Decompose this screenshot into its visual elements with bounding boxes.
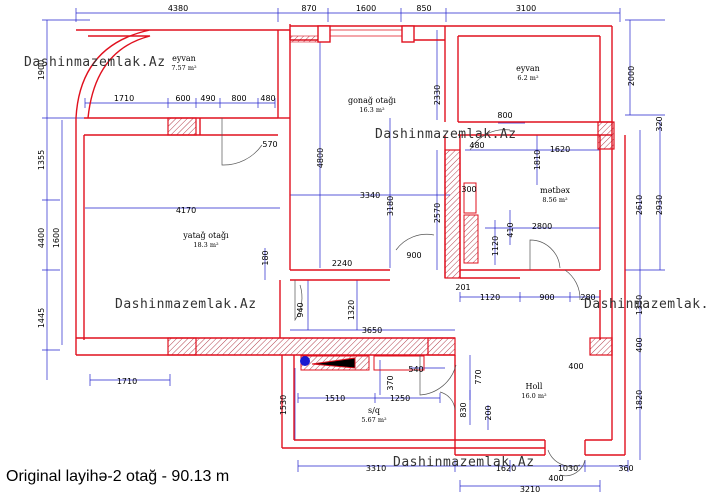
dim-label: 400 [568, 362, 583, 371]
watermark-text: Dashinmazemlak.Az [24, 55, 166, 70]
dim-label: 1820 [635, 390, 644, 410]
structural-columns [167, 35, 615, 356]
watermark-text: Dashinmazemlak.Az [115, 297, 257, 312]
dim-label: 3310 [366, 464, 386, 473]
room-bedroom-area: 18.3 m² [193, 241, 219, 249]
dim-label: 2570 [433, 203, 442, 223]
dim-label: 900 [406, 251, 421, 260]
dim-label: 4800 [316, 148, 325, 168]
dim-label: 800 [231, 94, 246, 103]
dim-label: 1120 [491, 236, 500, 256]
dim-label: 480 [469, 141, 484, 150]
dim-label: 400 [548, 474, 563, 483]
dim-label: 3210 [520, 485, 540, 494]
room-wc-name: s/q [368, 406, 380, 415]
dim-label: 400 [635, 337, 644, 352]
dim-label: 1320 [347, 300, 356, 320]
dim-label: 600 [175, 94, 190, 103]
dim-label: 4400 [37, 228, 46, 248]
dim-label: 1030 [558, 464, 578, 473]
dim-label: 870 [301, 4, 316, 13]
dim-label: 2930 [655, 195, 664, 215]
dim-label: 360 [618, 464, 633, 473]
dim-label: 800 [497, 111, 512, 120]
room-bedroom-name: yataǧ otaǧı [182, 231, 229, 240]
dim-label: 201 [455, 283, 470, 292]
dim-label: 1620 [496, 464, 516, 473]
dim-label: 1120 [480, 293, 500, 302]
room-hall-area: 16.0 m² [521, 392, 547, 400]
dim-label: 3340 [360, 191, 380, 200]
room-living-name: gonağ otağı [348, 96, 396, 105]
dim-label: 280 [580, 293, 595, 302]
dim-label: 2610 [635, 195, 644, 215]
fixtures [300, 182, 479, 371]
dim-label: 1600 [52, 228, 61, 248]
dim-label: 3100 [516, 4, 536, 13]
dim-label: 2800 [532, 222, 552, 231]
room-bathroom-area: 8.56 m² [542, 196, 568, 204]
dim-label: 3650 [362, 326, 382, 335]
dim-label: 1900 [37, 60, 46, 80]
watermark-text: Dashinmazemlak.Az [584, 297, 708, 312]
dim-label: 1710 [114, 94, 134, 103]
dim-label: 1600 [356, 4, 376, 13]
dim-label: 4170 [176, 206, 196, 215]
dimension-numbers: 4380 870 1600 850 3100 1900 1355 1600 44… [37, 4, 664, 494]
watermarks: Dashinmazemlak.Az Dashinmazemlak.Az Dash… [24, 55, 708, 470]
dim-label: 900 [539, 293, 554, 302]
dim-label: 180 [261, 250, 270, 265]
plan-caption: Original layihə-2 otağ - 90.13 m [6, 468, 229, 485]
dim-label: 490 [200, 94, 215, 103]
dim-label: 570 [262, 140, 277, 149]
dim-label: 200 [484, 405, 493, 420]
dim-label: 1510 [325, 394, 345, 403]
room-hall-name: Holl [526, 382, 543, 391]
dim-label: 2000 [627, 66, 636, 86]
dim-label: 1250 [390, 394, 410, 403]
dim-label: 4380 [168, 4, 188, 13]
door-swings [221, 118, 586, 477]
room-wc-area: 5.67 m² [361, 416, 387, 424]
dim-label: 410 [506, 222, 515, 237]
dim-label: 480 [260, 94, 275, 103]
dim-label: 830 [459, 402, 468, 417]
dim-label: 850 [416, 4, 431, 13]
dim-label: 2240 [332, 259, 352, 268]
watermark-text: Dashinmazemlak.Az [393, 455, 535, 470]
dim-label: 3180 [386, 196, 395, 216]
dim-label: 320 [655, 116, 664, 131]
dim-label: 2330 [433, 85, 442, 105]
watermark-text: Dashinmazemlak.Az [375, 127, 517, 142]
dimension-lines [42, 8, 665, 492]
dim-label: 1620 [550, 145, 570, 154]
room-eyvan-right-area: 6.2 m² [517, 74, 539, 82]
dim-label: 1350 [635, 295, 644, 315]
dim-label: 1810 [533, 150, 542, 170]
dim-label: 1445 [37, 308, 46, 328]
room-living-area: 16.3 m² [359, 106, 385, 114]
dim-label: 370 [386, 375, 395, 390]
dim-label: 1355 [37, 150, 46, 170]
walls [75, 24, 626, 456]
dim-label: 1530 [279, 395, 288, 415]
room-eyvan-left-name: eyvan [172, 54, 196, 63]
room-labels: eyvan 7.57 m² eyvan 6.2 m² gonağ otağı 1… [171, 54, 570, 424]
dim-label: 770 [474, 369, 483, 384]
dim-label: 1710 [117, 377, 137, 386]
dim-label: 300 [461, 185, 476, 194]
dim-label: 540 [408, 365, 423, 374]
dim-label: 940 [296, 302, 305, 317]
room-eyvan-left-area: 7.57 m² [171, 64, 197, 72]
room-bathroom-name: mətbəx [540, 186, 570, 195]
room-eyvan-right-name: eyvan [516, 64, 540, 73]
